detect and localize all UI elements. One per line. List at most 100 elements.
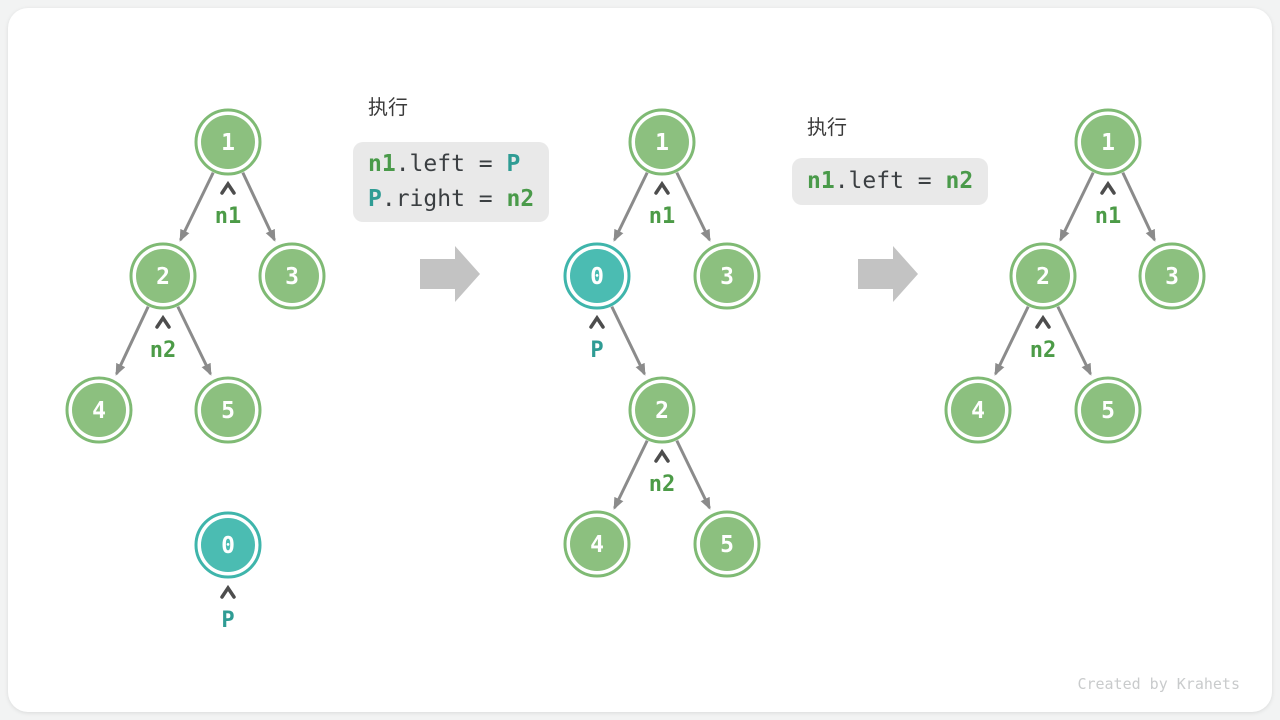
- node-core: [635, 383, 689, 437]
- edge-1-3: [1121, 171, 1156, 242]
- node-value: 1: [221, 130, 235, 156]
- node-value: 4: [971, 398, 985, 424]
- pointer-caret-icon: [220, 584, 236, 599]
- tree1-node-3: 3: [258, 242, 326, 310]
- watermark-credit: Created by Krahets: [1077, 675, 1240, 693]
- exec-panel-2: 执行 n1.left = n2: [792, 114, 989, 205]
- code-block-1: n1.left = P P.right = n2: [353, 142, 550, 222]
- tree3-node-5: 5: [1074, 376, 1142, 444]
- node-core: [201, 115, 255, 169]
- exec-panel-1: 执行 n1.left = P P.right = n2: [353, 94, 550, 222]
- node-core: [700, 517, 754, 571]
- node-value: 4: [92, 398, 106, 424]
- tree-initial: 1 2 3 4 5: [65, 108, 326, 633]
- edge-1-0: [613, 171, 649, 242]
- tree1-node-4: 4: [65, 376, 133, 444]
- pointer-caret-icon: [654, 448, 670, 463]
- node-core: [136, 249, 190, 303]
- node-core: [72, 383, 126, 437]
- edge-1-2: [1059, 171, 1095, 242]
- tree2-node-2: 2: [628, 376, 696, 444]
- code-token-p: P: [368, 186, 382, 212]
- pointer-caret-icon: [1035, 314, 1051, 329]
- node-core: [700, 249, 754, 303]
- diagram-canvas: 1 2 3 4 5: [8, 8, 1272, 712]
- code-token-n1: n1: [368, 151, 396, 177]
- edge-2-4: [613, 439, 649, 510]
- node-value: 4: [590, 532, 604, 558]
- node-value: 0: [221, 533, 235, 559]
- tree2-node-4: 4: [563, 510, 631, 578]
- code-token-plain: .left =: [834, 168, 946, 194]
- edge-2-4: [994, 305, 1030, 376]
- node-value: 2: [655, 398, 669, 424]
- node-value: 1: [655, 130, 669, 156]
- code-token-plain: .left =: [395, 151, 507, 177]
- code-token-n2: n2: [945, 168, 974, 194]
- pointer-caret-icon: [1100, 180, 1116, 195]
- node-value: 1: [1101, 130, 1115, 156]
- edge-1-3: [241, 171, 276, 242]
- node-value: 2: [156, 264, 170, 290]
- tree2-node-1: 1: [628, 108, 696, 176]
- pointer-label-p: P: [590, 338, 603, 363]
- edge-2-4: [115, 305, 150, 376]
- step-arrow-icon: [858, 246, 918, 302]
- pointer-caret-icon: [220, 180, 236, 195]
- tree3-node-1: 1: [1074, 108, 1142, 176]
- node-core: [1145, 249, 1199, 303]
- node-value: 0: [590, 264, 604, 290]
- tree2-node-3: 3: [693, 242, 761, 310]
- node-core: [570, 249, 624, 303]
- code-line-1: n1.left = n2: [807, 164, 973, 199]
- pointer-caret-icon: [155, 314, 171, 329]
- node-core: [265, 249, 319, 303]
- code-token-n2: n2: [506, 186, 535, 212]
- pointer-label-n2: n2: [649, 472, 676, 497]
- tree2-node-5: 5: [693, 510, 761, 578]
- edge-1-3: [675, 171, 711, 242]
- code-token-p: P: [506, 151, 521, 177]
- tree1-node-0-pointer-p: 0: [194, 511, 262, 579]
- code-line-2: P.right = n2: [368, 182, 534, 217]
- node-core: [201, 383, 255, 437]
- edge-2-5: [1056, 305, 1092, 376]
- pointer-label-n1: n1: [1095, 204, 1122, 229]
- tree-intermediate: 1 0 3 2 4: [563, 108, 761, 578]
- tree3-node-4: 4: [944, 376, 1012, 444]
- node-value: 5: [221, 398, 235, 424]
- code-block-2: n1.left = n2: [792, 158, 989, 205]
- pointer-label-n1: n1: [215, 204, 242, 229]
- edge-2-5: [675, 439, 711, 510]
- exec-title: 执行: [368, 95, 408, 119]
- tree-final: 1 2 3 4 5 n1: [944, 108, 1206, 444]
- pointer-label-n1: n1: [649, 204, 676, 229]
- node-core: [1016, 249, 1070, 303]
- node-core: [1081, 115, 1135, 169]
- edge-2-5: [176, 305, 212, 376]
- node-value: 5: [720, 532, 734, 558]
- edge-0-2: [610, 305, 646, 376]
- step-arrow-icon: [420, 246, 480, 302]
- tree2-node-0-pointer-p: 0: [563, 242, 631, 310]
- tree1-node-5: 5: [194, 376, 262, 444]
- code-line-1: n1.left = P: [368, 147, 534, 182]
- pointer-caret-icon: [589, 314, 605, 329]
- exec-title: 执行: [807, 115, 847, 139]
- tree3-node-3: 3: [1138, 242, 1206, 310]
- tree-diagram-svg: 1 2 3 4 5: [65, 108, 1206, 633]
- node-core: [201, 518, 255, 572]
- node-core: [570, 517, 624, 571]
- code-token-n1: n1: [807, 168, 835, 194]
- node-core: [1081, 383, 1135, 437]
- edge-1-2: [179, 171, 215, 242]
- pointer-label-n2: n2: [150, 338, 177, 363]
- pointer-caret-icon: [654, 180, 670, 195]
- tree1-node-1: 1: [194, 108, 262, 176]
- node-value: 3: [720, 264, 734, 290]
- node-core: [635, 115, 689, 169]
- pointer-label-p: P: [221, 608, 234, 633]
- pointer-label-n2: n2: [1030, 338, 1057, 363]
- node-value: 3: [1165, 264, 1179, 290]
- node-core: [951, 383, 1005, 437]
